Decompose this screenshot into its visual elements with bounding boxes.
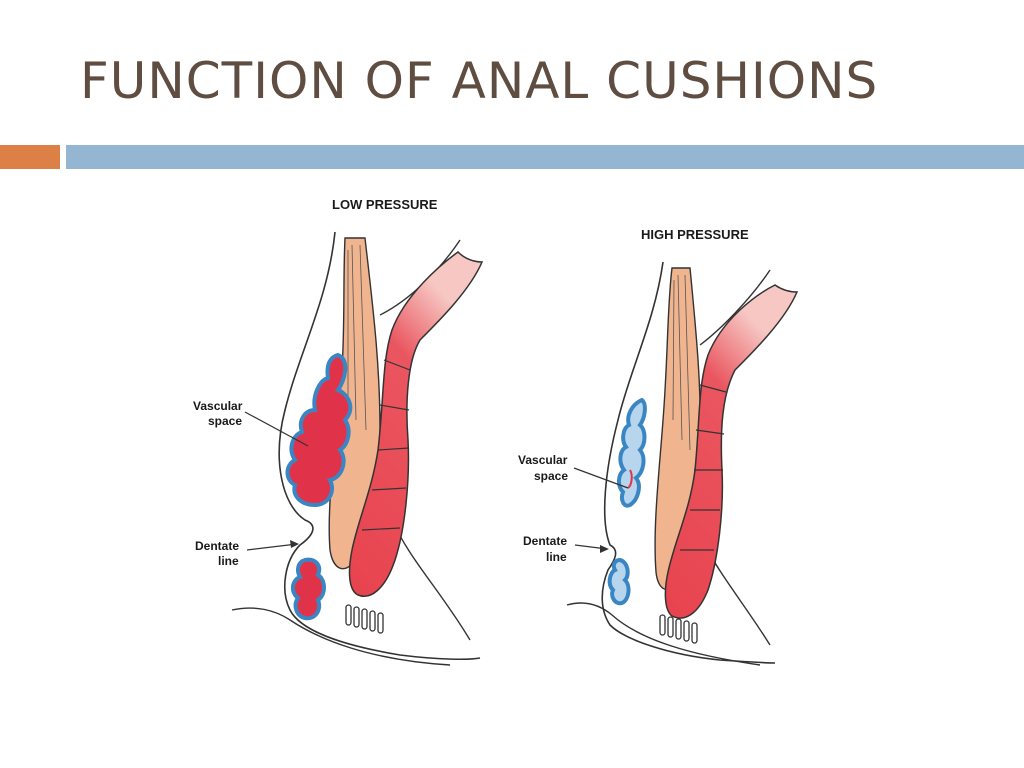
- vascular-space-upper: [285, 352, 353, 508]
- vascular-label-line1: Vascular: [193, 399, 243, 413]
- dentate-label-line2: line: [218, 554, 239, 568]
- mucosa-outline: [278, 231, 481, 661]
- external-sphincter: [348, 251, 484, 597]
- vascular-label-line1: Vascular: [518, 453, 568, 467]
- skin-line: [566, 602, 761, 666]
- slide-title: FUNCTION OF ANAL CUSHIONS: [80, 52, 879, 110]
- anal-glands: [659, 614, 698, 644]
- low-pressure-heading: LOW PRESSURE: [332, 197, 438, 212]
- skin-line: [231, 607, 451, 666]
- dentate-label-line1: Dentate: [523, 534, 567, 548]
- external-sphincter-segments: [680, 384, 727, 551]
- dentate-arrowhead: [290, 540, 299, 548]
- vascular-space-lower: [607, 557, 631, 606]
- vascular-label-line2: space: [208, 414, 242, 428]
- dentate-label-line2: line: [546, 550, 567, 564]
- dentate-pointer: [246, 543, 298, 551]
- vascular-pointer: [573, 467, 629, 489]
- accent-bar-blue: [66, 145, 1024, 169]
- high-pressure-panel: HIGH PRESSURE Vascular space Dentate lin…: [518, 227, 799, 666]
- external-sphincter-segments: [361, 359, 411, 531]
- vascular-label-line2: space: [534, 469, 568, 483]
- vascular-pointer: [244, 411, 309, 447]
- sphincter-fibers: [672, 274, 691, 451]
- high-pressure-heading: HIGH PRESSURE: [641, 227, 749, 242]
- dentate-arrowhead: [600, 545, 609, 553]
- vascular-space-upper: [617, 397, 647, 508]
- vascular-space-lower: [291, 557, 326, 621]
- dentate-label-line1: Dentate: [195, 539, 239, 553]
- anal-glands: [345, 604, 384, 634]
- accent-bar-orange: [0, 145, 60, 169]
- external-sphincter: [664, 284, 799, 619]
- vascular-red-fleck: [627, 469, 633, 489]
- sphincter-fibers: [347, 244, 367, 431]
- low-pressure-panel: LOW PRESSURE Vascular space Dentate line: [193, 197, 484, 666]
